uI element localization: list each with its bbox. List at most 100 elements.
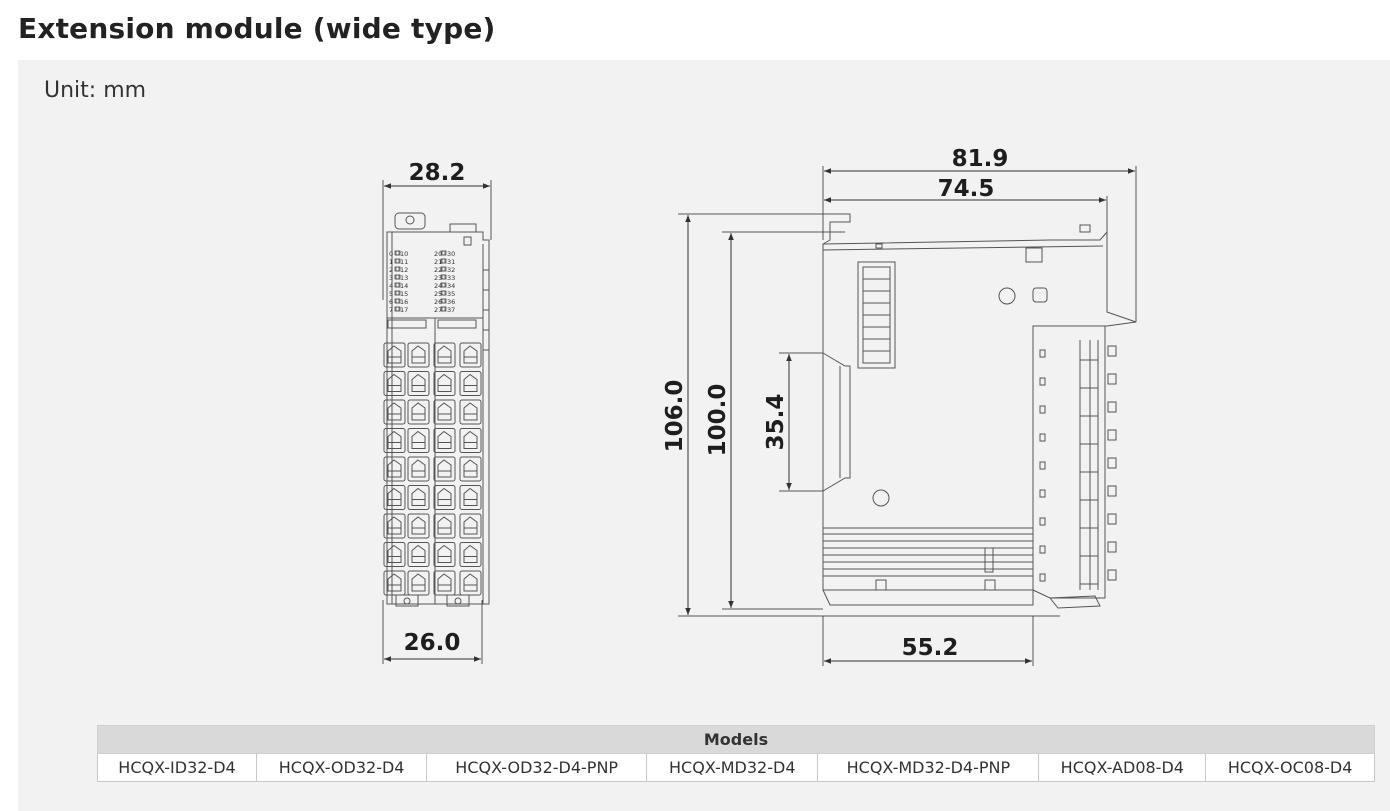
terminal-slot: [459, 570, 482, 596]
terminal-slot: [383, 513, 406, 539]
terminal-slot: [433, 513, 456, 539]
terminal-slot: [459, 428, 482, 453]
led-indicator-label: 3: [389, 274, 393, 282]
terminal-slot: [459, 371, 482, 396]
model-cell: HCQX-AD08-D4: [1038, 753, 1207, 782]
led-indicator-label: 22: [434, 266, 442, 274]
unit-label: Unit: mm: [44, 78, 147, 103]
led-indicator-label: 14: [400, 282, 408, 290]
side-terminal-lever: [1107, 401, 1117, 413]
models-header: Models: [97, 725, 1375, 754]
terminal-slot: [459, 399, 482, 425]
led-indicator-box: [394, 290, 400, 296]
model-cell: HCQX-ID32-D4: [96, 753, 258, 782]
terminal-slot: [433, 399, 456, 425]
led-indicator-label: 23: [434, 274, 442, 282]
terminal-slot: [407, 542, 430, 567]
dim-label-rail-height: 35.4: [763, 394, 789, 451]
led-indicator-label: 25: [434, 290, 442, 298]
led-indicator-label: 30: [447, 250, 455, 258]
led-indicator-box: [394, 298, 400, 304]
led-indicator-box: [441, 266, 447, 272]
side-view: [678, 166, 1137, 666]
led-indicator-label: 10: [400, 250, 408, 258]
terminal-slot: [407, 570, 430, 596]
led-indicator-label: 21: [434, 258, 442, 266]
dim-label-front-top: 28.2: [409, 160, 466, 186]
led-indicator-label: 6: [389, 298, 393, 306]
terminal-slot: [383, 428, 406, 453]
led-indicator-label: 24: [434, 282, 442, 290]
side-terminal-lever: [1107, 513, 1117, 525]
side-terminal-lever: [1107, 485, 1117, 497]
side-terminal-hole: [1039, 517, 1046, 526]
side-terminal-lever: [1107, 373, 1117, 385]
dim-label-body-depth: 74.5: [938, 176, 995, 202]
terminal-slot: [433, 570, 456, 596]
terminal-slot: [383, 542, 406, 567]
terminal-slot: [383, 570, 406, 596]
terminal-slot: [407, 485, 430, 510]
side-terminal-hole: [1039, 433, 1046, 442]
terminal-slot: [433, 456, 456, 482]
terminal-slot: [383, 342, 406, 368]
led-indicator-label: 5: [389, 290, 393, 298]
led-indicator-label: 36: [447, 298, 455, 306]
terminal-slot: [407, 342, 430, 368]
led-indicator-box: [441, 282, 447, 288]
side-terminal-contacts: [1039, 345, 1117, 585]
side-terminal-hole: [1039, 573, 1046, 582]
terminal-slot: [407, 371, 430, 396]
models-table: Models HCQX-ID32-D4 HCQX-OD32-D4 HCQX-OD…: [96, 725, 1375, 782]
side-terminal-hole: [1039, 545, 1046, 554]
terminal-slot: [407, 428, 430, 453]
terminal-slot: [433, 342, 456, 368]
led-indicator-box: [441, 250, 447, 256]
model-cell: HCQX-OD32-D4-PNP: [426, 753, 648, 782]
led-indicator-label: 12: [400, 266, 408, 274]
side-terminal-hole: [1039, 349, 1046, 358]
led-indicator-label: 35: [447, 290, 455, 298]
led-indicator-label: 37: [447, 306, 455, 314]
side-terminal-lever: [1107, 541, 1117, 553]
led-indicator-label: 20: [434, 250, 442, 258]
dim-label-total-height: 106.0: [662, 380, 688, 453]
led-indicator-label: 33: [447, 274, 455, 282]
led-indicator-label: 15: [400, 290, 408, 298]
led-indicator-box: [441, 258, 447, 264]
terminal-slot: [407, 513, 430, 539]
terminal-slot: [459, 485, 482, 510]
terminal-slot: [459, 542, 482, 567]
led-indicator-label: 2: [389, 266, 393, 274]
led-indicator-box: [394, 258, 400, 264]
terminal-slot: [433, 542, 456, 567]
side-terminal-hole: [1039, 489, 1046, 498]
led-indicator-label: 31: [447, 258, 455, 266]
terminal-slot: [459, 342, 482, 368]
terminal-block-grid: [383, 342, 482, 596]
front-view: [382, 180, 492, 664]
led-indicator-box: [394, 266, 400, 272]
led-indicator-label: 34: [447, 282, 455, 290]
led-indicator-label: 17: [400, 306, 408, 314]
side-terminal-lever: [1107, 429, 1117, 441]
dim-label-total-depth: 81.9: [952, 146, 1009, 172]
side-terminal-hole: [1039, 377, 1046, 386]
terminal-slot: [433, 428, 456, 453]
side-terminal-lever: [1107, 569, 1117, 581]
led-indicator-box: [394, 306, 400, 312]
page-title: Extension module (wide type): [18, 12, 496, 45]
front-view-feet: [395, 594, 470, 607]
led-indicator-box: [394, 250, 400, 256]
led-indicator-label: 0: [389, 250, 393, 258]
terminal-slot: [459, 513, 482, 539]
terminal-slot: [383, 456, 406, 482]
led-indicator-box: [441, 290, 447, 296]
model-cell: HCQX-MD32-D4-PNP: [817, 753, 1040, 782]
led-indicator-box: [394, 274, 400, 280]
terminal-slot: [383, 485, 406, 510]
led-indicator-label: 1: [389, 258, 393, 266]
terminal-slot: [407, 399, 430, 425]
